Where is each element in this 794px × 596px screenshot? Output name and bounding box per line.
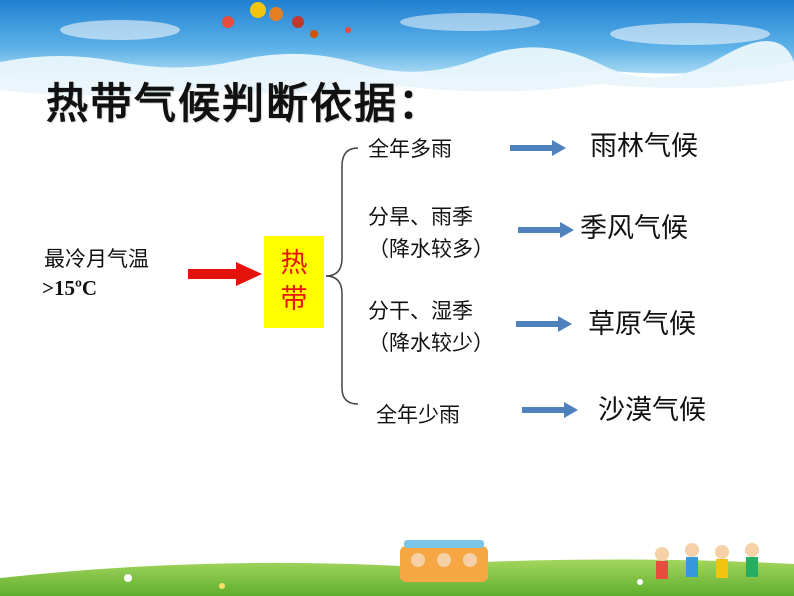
branch-2-criterion-line2: （降水较多） — [368, 237, 494, 261]
sky-band — [0, 0, 794, 96]
condition-label: 最冷月气温 — [44, 247, 149, 271]
branch-4-climate: 沙漠气候 — [598, 395, 706, 426]
blue-arrow-4 — [522, 402, 578, 418]
hot-air-balloons — [222, 2, 351, 38]
branch-2-climate: 季风气候 — [580, 213, 688, 244]
red-arrow — [188, 262, 262, 286]
branch-4-criterion: 全年少雨 — [376, 403, 460, 427]
branch-1-climate: 雨林气候 — [590, 131, 698, 162]
branch-2-criterion-line1: 分旱、雨季 — [368, 205, 473, 229]
branch-brace — [325, 147, 359, 405]
blue-arrow-2 — [518, 222, 574, 238]
zone-highlight-box: 热带 — [264, 236, 324, 328]
kids-illustration — [400, 540, 759, 582]
branch-1-criterion: 全年多雨 — [368, 137, 452, 161]
blue-arrow-1 — [510, 140, 566, 156]
branch-3-criterion-line1: 分干、湿季 — [368, 299, 473, 323]
branch-3-climate: 草原气候 — [588, 309, 696, 340]
zone-label: 热带 — [280, 247, 308, 315]
slide-title: 热带气候判断依据： — [46, 79, 443, 128]
branch-3-criterion-line2: （降水较少） — [368, 331, 494, 355]
blue-arrow-3 — [516, 316, 572, 332]
grass-field — [0, 559, 794, 596]
condition-value: >15ºC — [42, 276, 98, 300]
